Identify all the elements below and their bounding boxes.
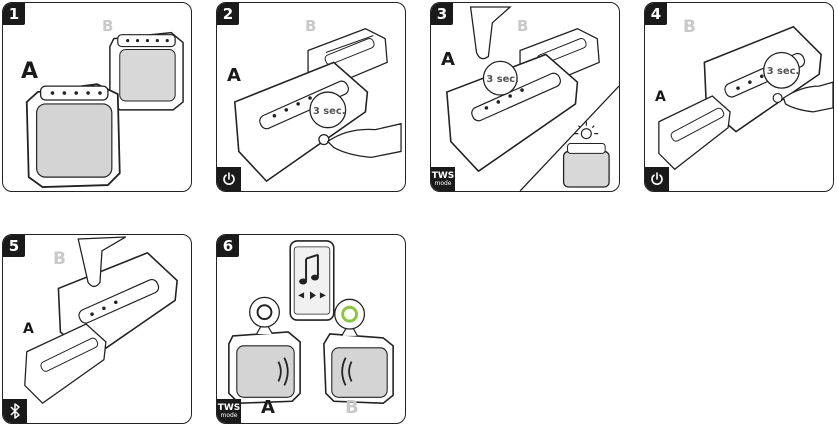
step-4-panel: 4 B A 3 sec. — [644, 2, 834, 192]
step-number: 4 — [645, 3, 667, 25]
tws-mode-label: mode — [434, 179, 452, 187]
speaker-b-label: B — [102, 17, 114, 35]
press-power-b-illustration: 3 sec. — [658, 25, 833, 171]
tws-mode-icon: TWS mode — [431, 167, 455, 191]
speaker-b-label: B — [305, 17, 317, 35]
press-power-illustration: 3 sec. — [233, 28, 402, 183]
step-number: 5 — [3, 235, 25, 257]
step-6-panel: 6 A B TWS mode — [216, 234, 406, 424]
speaker-a-label: A — [23, 321, 34, 337]
step-5-panel: 5 B A — [2, 234, 192, 424]
speaker-a-label: A — [655, 89, 666, 105]
step-number: 3 — [431, 3, 453, 25]
tws-label: TWS — [431, 170, 455, 181]
tws-mode-icon: TWS mode — [217, 399, 241, 423]
bluetooth-pairing-illustration — [24, 236, 178, 405]
tws-playback-illustration — [228, 240, 394, 405]
press-duration-text: 3 sec. — [313, 106, 346, 117]
speaker-b-label: B — [683, 17, 696, 37]
step-number: 1 — [3, 3, 25, 25]
speaker-b-label: B — [53, 249, 66, 269]
speaker-a-label: A — [227, 65, 241, 86]
step-1-panel: 1 B A — [2, 2, 192, 192]
tws-mode-label: mode — [220, 411, 238, 419]
power-icon — [645, 167, 669, 191]
tws-label: TWS — [217, 402, 241, 413]
speaker-b-label: B — [345, 397, 359, 418]
speaker-a-label: A — [21, 59, 39, 84]
step-number: 2 — [217, 3, 239, 25]
power-icon — [217, 167, 241, 191]
step-number: 6 — [217, 235, 239, 257]
speaker-b-label: B — [517, 17, 529, 35]
speaker-a-label: A — [261, 397, 275, 418]
press-duration-text: 3 sec. — [767, 66, 800, 77]
press-duration-text: 3 sec. — [486, 74, 519, 85]
speaker-a-label: A — [441, 49, 455, 70]
bluetooth-icon — [3, 399, 27, 423]
tws-pairing-illustration: 3 sec. — [445, 6, 619, 191]
speakers-illustration — [25, 31, 184, 188]
step-2-panel: 2 B A 3 sec. — [216, 2, 406, 192]
step-3-panel: 3 B A 3 sec. TWS mode — [430, 2, 620, 192]
